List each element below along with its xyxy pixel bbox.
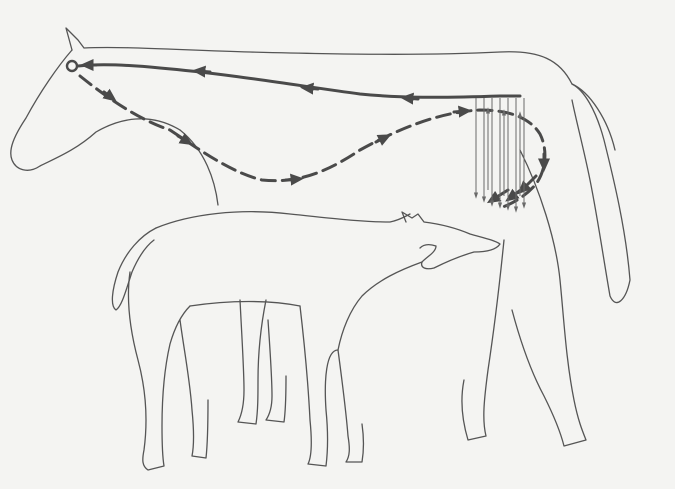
- mare-front-leg: [238, 300, 266, 424]
- efferent-arrowhead: [454, 111, 466, 112]
- foal-hind-leg-far: [180, 320, 208, 458]
- foal-head: [402, 212, 500, 269]
- afferent-arrowhead: [406, 98, 418, 99]
- afferent-pathway-arrows: [67, 61, 520, 99]
- efferent-arrowhead: [178, 136, 188, 142]
- efferent-arrowhead: [286, 179, 298, 180]
- foal-front-leg-far: [338, 350, 364, 462]
- foal-front-leg: [300, 306, 338, 466]
- foal-tail: [112, 228, 156, 310]
- foal-belly: [190, 302, 300, 307]
- afferent-arrowhead: [306, 88, 318, 89]
- foal-hind-leg: [128, 272, 190, 470]
- mare-hind-leg: [462, 240, 504, 440]
- mare-tail: [572, 84, 630, 303]
- afferent-pathway: [78, 65, 520, 98]
- mare-head-and-back: [66, 28, 615, 150]
- foal-outline: [112, 212, 500, 470]
- mare-front-leg-far: [266, 320, 286, 422]
- afferent-arrowhead: [198, 71, 210, 72]
- foal-back: [156, 212, 410, 228]
- brain-node: [67, 61, 77, 71]
- foal-neck: [338, 262, 422, 350]
